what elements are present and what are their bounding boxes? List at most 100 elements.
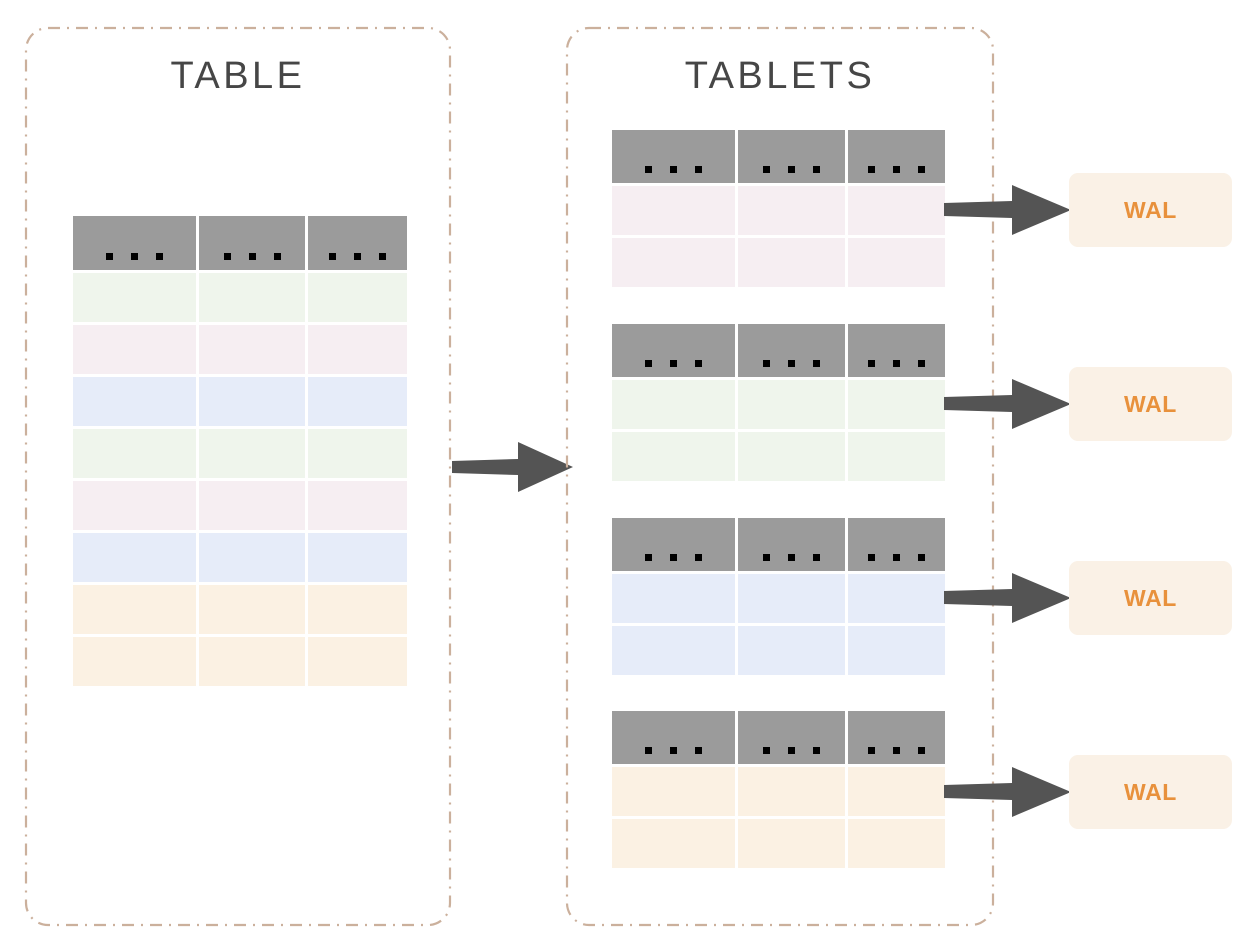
ellipsis-dots-icon	[868, 360, 925, 367]
main-table-header-cell-1	[73, 216, 196, 270]
main-table-cell	[199, 377, 305, 426]
tablet-header-cell	[738, 324, 845, 377]
tablet-3	[612, 518, 945, 675]
main-table-cell	[308, 637, 407, 686]
main-table-cell	[73, 637, 196, 686]
tablet-header-row	[612, 130, 945, 183]
main-table-cell	[308, 377, 407, 426]
main-table-cell	[73, 533, 196, 582]
tablet-cell	[612, 767, 735, 816]
ellipsis-dots-icon	[223, 253, 281, 260]
tablet-1	[612, 130, 945, 287]
tablet-header-row	[612, 518, 945, 571]
main-table-cell	[308, 481, 407, 530]
tablet-2	[612, 324, 945, 481]
tablet-row	[612, 432, 945, 481]
wal-label: WAL	[1124, 196, 1177, 223]
main-table-row	[73, 637, 407, 686]
main-table-cell	[73, 325, 196, 374]
tablet-cell	[848, 819, 945, 868]
wal-box-4[interactable]: WAL	[1069, 755, 1232, 829]
wal-box-2[interactable]: WAL	[1069, 367, 1232, 441]
main-table-cell	[199, 533, 305, 582]
main-table-cell	[73, 585, 196, 634]
main-table-cell	[308, 429, 407, 478]
tablet-cell	[848, 767, 945, 816]
wal-label: WAL	[1124, 778, 1177, 805]
tablet-cell	[848, 432, 945, 481]
tablet-cell	[848, 186, 945, 235]
ellipsis-dots-icon	[645, 360, 702, 367]
main-table-row	[73, 481, 407, 530]
main-table-row	[73, 377, 407, 426]
main-table-cell	[73, 273, 196, 322]
main-table-row	[73, 585, 407, 634]
tablet-header-cell	[848, 130, 945, 183]
tablet-header-row	[612, 324, 945, 377]
arrow-table-to-tablets	[452, 442, 573, 492]
ellipsis-dots-icon	[868, 166, 925, 173]
main-table-cell	[73, 429, 196, 478]
tablet-cell	[612, 432, 735, 481]
tablet-cell	[738, 432, 845, 481]
tablet-header-row	[612, 711, 945, 764]
wal-label: WAL	[1124, 584, 1177, 611]
tablet-cell	[612, 574, 735, 623]
wal-box-3[interactable]: WAL	[1069, 561, 1232, 635]
tablet-cell	[738, 186, 845, 235]
main-table-row	[73, 325, 407, 374]
tablet-header-cell	[738, 518, 845, 571]
main-table-header-cell-3	[308, 216, 407, 270]
main-table-cell	[199, 637, 305, 686]
tablet-cell	[738, 380, 845, 429]
tablet-cell	[738, 574, 845, 623]
main-table	[73, 216, 407, 686]
tablet-cell	[738, 626, 845, 675]
tablet-cell	[612, 186, 735, 235]
main-table-header-row	[73, 216, 407, 270]
tablet-cell	[738, 767, 845, 816]
tablets-panel-title: TABLETS	[684, 55, 876, 97]
tablet-cell	[612, 819, 735, 868]
main-table-cell	[308, 533, 407, 582]
main-table-row	[73, 429, 407, 478]
ellipsis-dots-icon	[763, 166, 820, 173]
tablet-header-cell	[848, 711, 945, 764]
tablet-header-cell	[738, 711, 845, 764]
ellipsis-dots-icon	[645, 166, 702, 173]
ellipsis-dots-icon	[763, 554, 820, 561]
tablet-cell	[848, 574, 945, 623]
main-table-cell	[199, 325, 305, 374]
tablet-cell	[848, 380, 945, 429]
tablet-header-cell	[848, 518, 945, 571]
tablet-cell	[848, 626, 945, 675]
tablet-cell	[612, 380, 735, 429]
tablet-header-cell	[612, 130, 735, 183]
main-table-cell	[73, 481, 196, 530]
ellipsis-dots-icon	[868, 747, 925, 754]
tablet-4	[612, 711, 945, 868]
main-table-cell	[308, 585, 407, 634]
tablet-row	[612, 238, 945, 287]
tablet-cell	[738, 819, 845, 868]
main-table-cell	[308, 325, 407, 374]
wal-label: WAL	[1124, 390, 1177, 417]
tablet-row	[612, 626, 945, 675]
tablet-header-cell	[612, 324, 735, 377]
tablet-cell	[612, 238, 735, 287]
wal-box-1[interactable]: WAL	[1069, 173, 1232, 247]
tablet-cell	[848, 238, 945, 287]
ellipsis-dots-icon	[868, 554, 925, 561]
main-table-row	[73, 273, 407, 322]
tablet-row	[612, 767, 945, 816]
tablet-header-cell	[612, 711, 735, 764]
ellipsis-dots-icon	[645, 554, 702, 561]
main-table-cell	[308, 273, 407, 322]
ellipsis-dots-icon	[645, 747, 702, 754]
tablet-row	[612, 819, 945, 868]
ellipsis-dots-icon	[329, 253, 386, 260]
tablet-row	[612, 574, 945, 623]
table-panel-title: TABLE	[170, 55, 306, 97]
main-table-row	[73, 533, 407, 582]
ellipsis-dots-icon	[763, 747, 820, 754]
